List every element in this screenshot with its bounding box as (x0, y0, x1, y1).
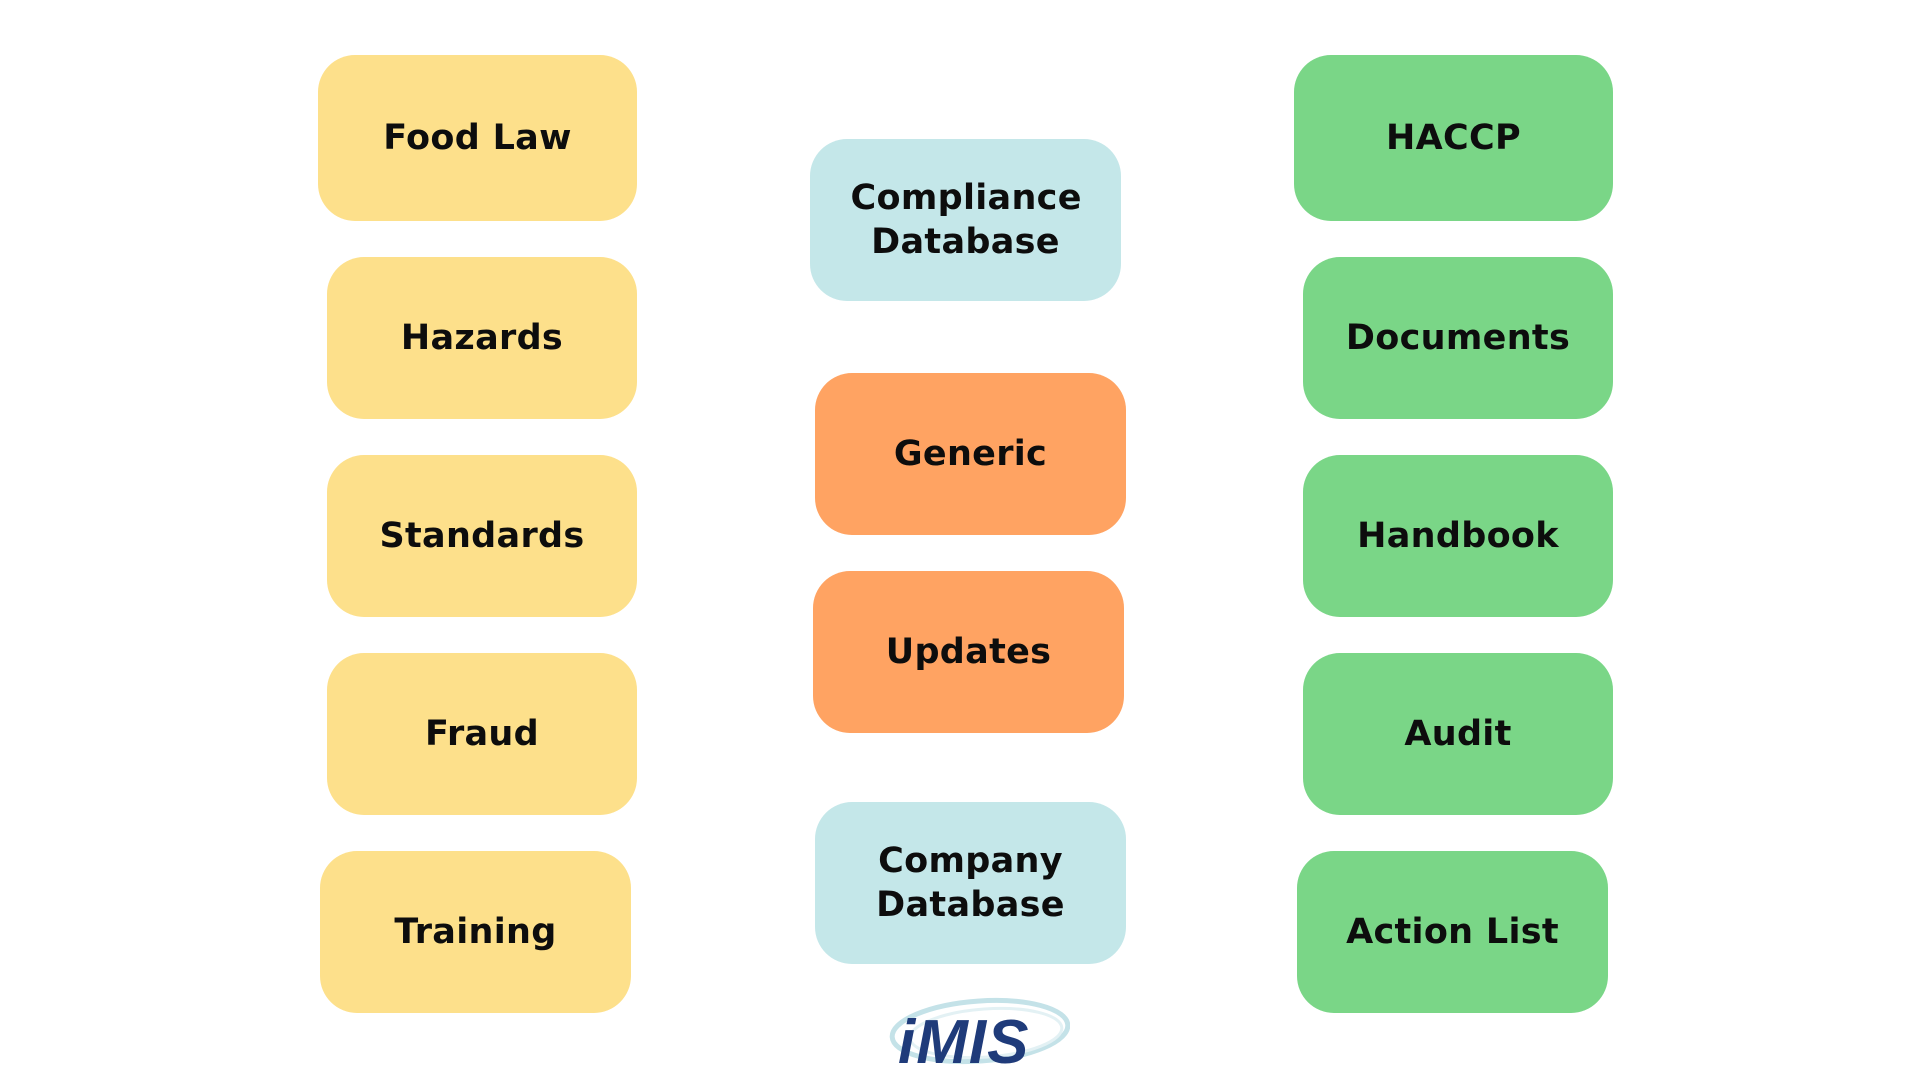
node-label: Standards (379, 516, 585, 556)
node-compliance-database: Compliance Database (810, 139, 1121, 301)
node-label: Compliance Database (850, 178, 1082, 262)
node-label: Fraud (424, 714, 540, 754)
node-label: Audit (1404, 714, 1512, 754)
node-label: Documents (1345, 318, 1571, 358)
node-label: Handbook (1357, 516, 1559, 556)
node-fraud: Fraud (327, 653, 637, 815)
node-company-database: Company Database (815, 802, 1126, 964)
node-label: Updates (885, 632, 1052, 672)
logo-swoosh-inner-icon (908, 1006, 1064, 1060)
node-label: Training (394, 912, 557, 952)
node-food-law: Food Law (318, 55, 637, 221)
node-documents: Documents (1303, 257, 1613, 419)
logo-swoosh-icon (889, 997, 1071, 1065)
imis-logo: iMIS (880, 993, 1071, 1077)
node-generic: Generic (815, 373, 1126, 535)
node-handbook: Handbook (1303, 455, 1613, 617)
node-training: Training (320, 851, 631, 1013)
node-standards: Standards (327, 455, 637, 617)
logo-text: iMIS (898, 1008, 1029, 1073)
node-action-list: Action List (1297, 851, 1608, 1013)
node-label: Generic (893, 434, 1048, 474)
node-updates: Updates (813, 571, 1124, 733)
node-audit: Audit (1303, 653, 1613, 815)
imis-logo-mark: iMIS (889, 997, 1071, 1077)
node-label: Company Database (876, 841, 1065, 925)
node-label: HACCP (1386, 118, 1521, 158)
node-label: Hazards (400, 318, 564, 358)
node-label: Action List (1346, 912, 1559, 952)
node-label: Food Law (383, 118, 572, 158)
node-haccp: HACCP (1294, 55, 1613, 221)
node-hazards: Hazards (327, 257, 637, 419)
